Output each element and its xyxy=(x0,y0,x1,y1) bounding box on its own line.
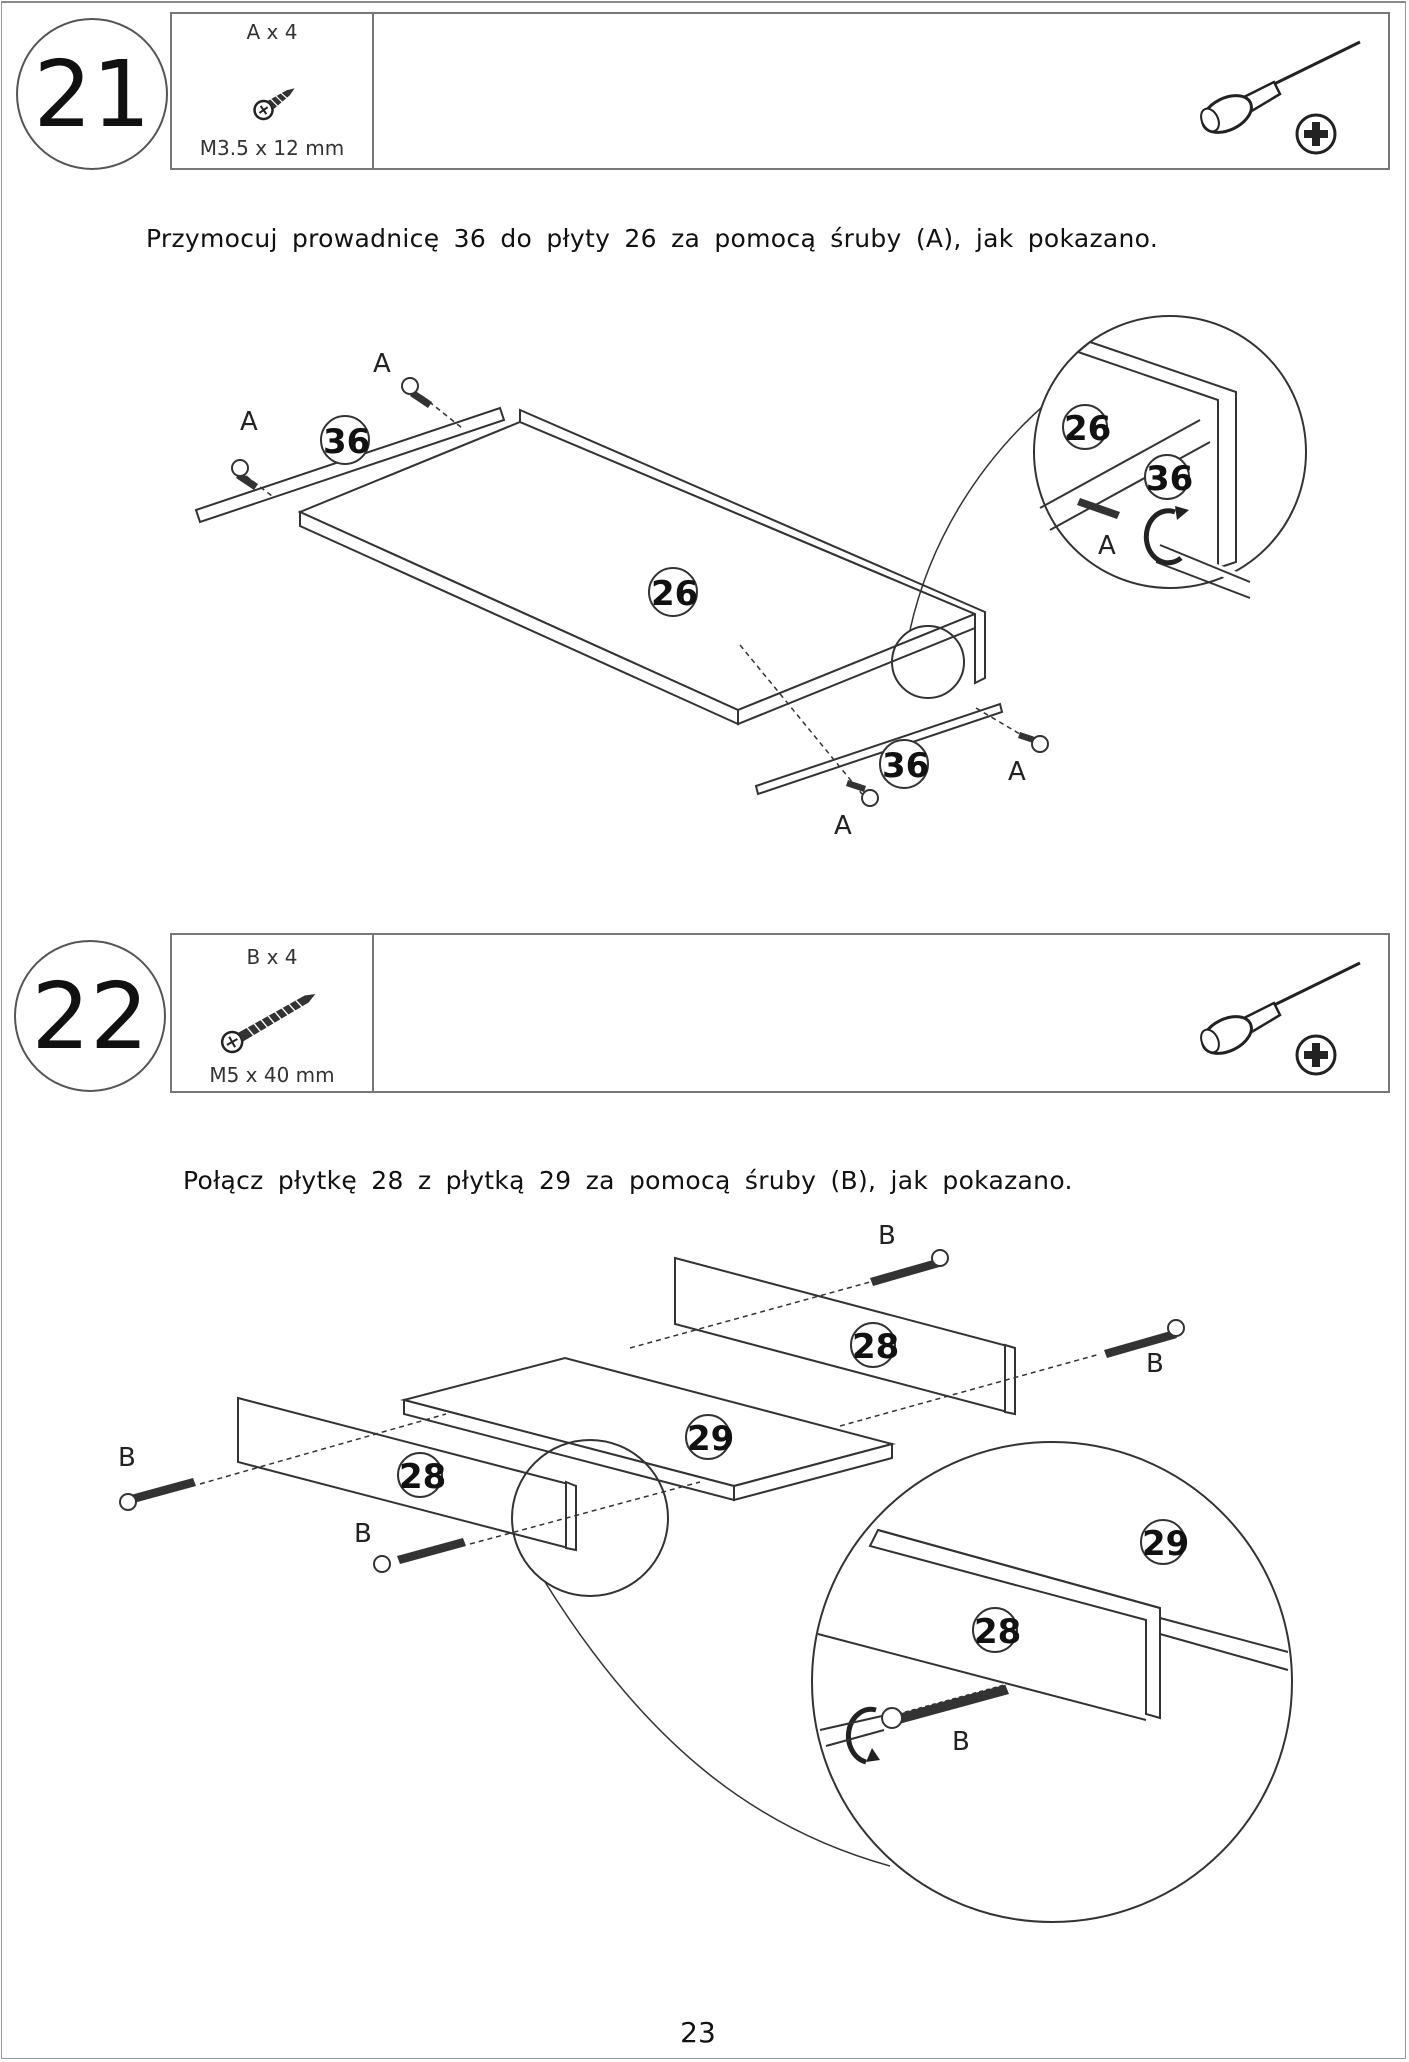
phillips-screwdriver-icon xyxy=(1200,40,1361,155)
part-label-28: 28 xyxy=(852,1327,899,1367)
part-label-28: 28 xyxy=(399,1457,446,1497)
detail-magnifier-circle xyxy=(1033,315,1307,589)
step-number-22: 22 xyxy=(14,940,166,1092)
hardware-box-step-22: B x 4 M5 x 40 mm xyxy=(170,933,1390,1093)
hardware-box-divider xyxy=(372,14,374,168)
part-label-26: 26 xyxy=(651,574,698,614)
screw-b-label: B xyxy=(354,1519,372,1549)
screw-a-label: A xyxy=(373,349,391,379)
screw-b-label: B xyxy=(1146,1349,1164,1379)
part-label-36: 36 xyxy=(323,422,370,462)
screw-a-label: A xyxy=(1098,531,1116,561)
phillips-screwdriver-icon xyxy=(1200,961,1361,1076)
part-label-29: 29 xyxy=(687,1419,734,1459)
rail-36-upper xyxy=(194,406,506,524)
panel-28-upper xyxy=(674,1256,1016,1416)
hardware-size: M5 x 40 mm xyxy=(209,1063,335,1087)
part-label-36: 36 xyxy=(1146,459,1193,499)
screw-b-label: B xyxy=(878,1221,896,1251)
screw-a-label: A xyxy=(1008,757,1026,787)
part-label-28: 28 xyxy=(974,1612,1021,1652)
screw-a-label: A xyxy=(834,811,852,841)
step-21-diagram: A A A A 36 26 36 26 36 A xyxy=(194,315,1307,841)
part-label-36: 36 xyxy=(882,746,929,786)
step-22-instruction: Połącz płytkę 28 z płytką 29 za pomocą ś… xyxy=(183,1166,1073,1195)
detail-magnifier-circle xyxy=(811,1441,1293,1923)
panel-26-back xyxy=(519,408,986,685)
hardware-box-step-21: A x 4 M3.5 x 12 mm xyxy=(170,12,1390,170)
screw-a-icon xyxy=(253,88,295,121)
screw-b-icon xyxy=(220,994,316,1054)
hardware-quantity: A x 4 xyxy=(246,20,298,44)
part-label-29: 29 xyxy=(1142,1524,1189,1564)
screw-b-label: B xyxy=(118,1443,136,1473)
hardware-quantity: B x 4 xyxy=(246,945,298,969)
step-22-diagram: B B B B 28 29 28 28 29 B xyxy=(118,1221,1293,1923)
part-label-26: 26 xyxy=(1064,409,1111,449)
step-21-instruction: Przymocuj prowadnicę 36 do płyty 26 za p… xyxy=(146,224,1159,253)
page-number: 23 xyxy=(680,2016,716,2049)
screw-b-label: B xyxy=(952,1727,970,1757)
step-number-21: 21 xyxy=(16,18,168,170)
hardware-box-divider xyxy=(372,935,374,1091)
screw-a-label: A xyxy=(240,407,258,437)
hardware-size: M3.5 x 12 mm xyxy=(199,136,345,160)
rail-36-lower xyxy=(754,702,1004,796)
